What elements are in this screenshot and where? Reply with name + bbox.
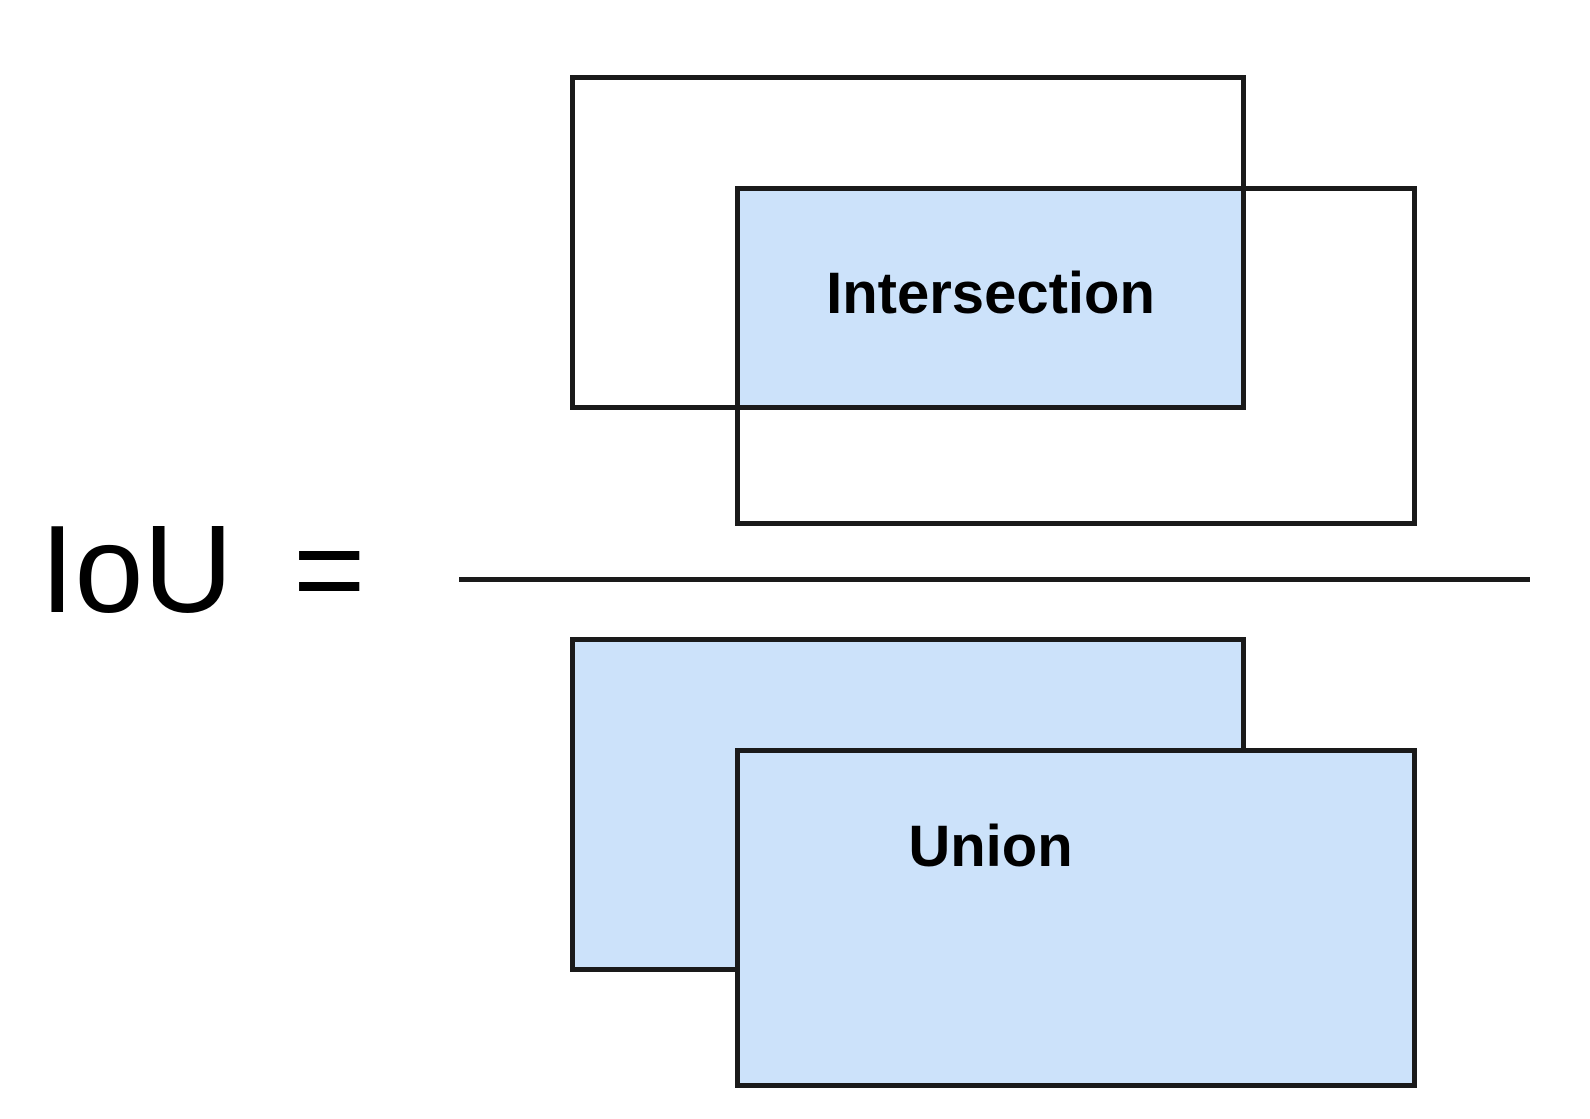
union-label: Union (908, 814, 1073, 879)
numerator-predicted-box (735, 186, 1417, 526)
denominator-predicted-box (735, 748, 1417, 1088)
numerator-diagram: Intersection (570, 75, 1417, 526)
intersection-label: Intersection (826, 261, 1155, 326)
equals-sign: = (293, 501, 366, 639)
iou-label: IoU (40, 501, 233, 639)
numerator-ground-truth-box (570, 75, 1246, 410)
fraction-bar (459, 577, 1530, 582)
